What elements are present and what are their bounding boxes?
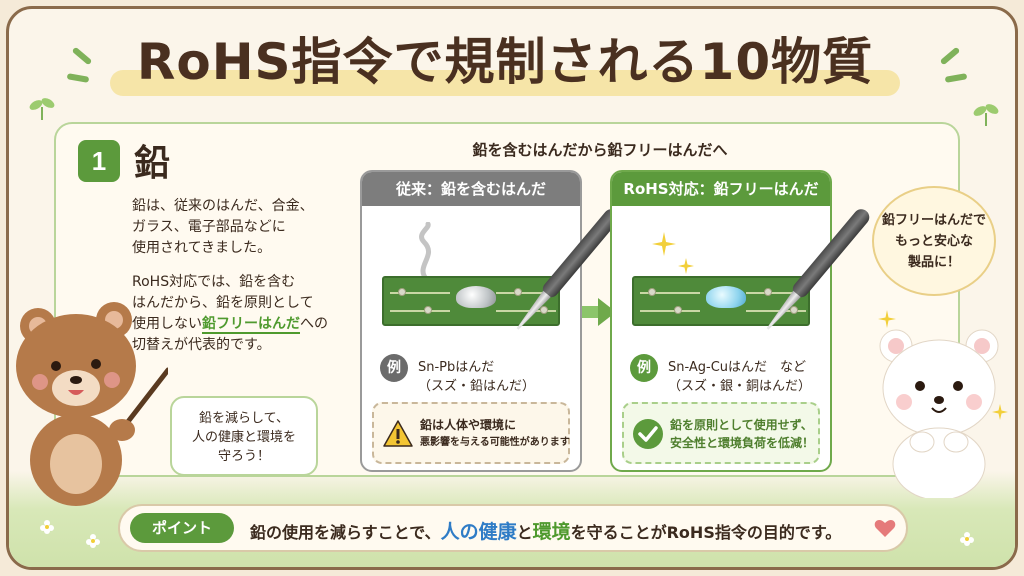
arrow-right-icon [582, 298, 616, 326]
bubble-line: 人の健康と環境を [191, 430, 296, 445]
description-text: 使用しない [132, 316, 202, 332]
description-text: への [300, 316, 328, 332]
spark-icon [66, 73, 90, 83]
description-paragraph-1: 鉛は、従来のはんだ、合金、 ガラス、電子部品などに 使用されてきました。 [132, 196, 352, 259]
description-line: ガラス、電子部品などに [132, 219, 286, 235]
note-line: 鉛を原則として使用せず、 [670, 418, 813, 432]
new-safety-note: 鉛を原則として使用せず、 安全性と環境負荷を低減！ [622, 402, 820, 464]
leaf-icon [973, 104, 999, 126]
flower-icon [40, 520, 54, 534]
right-speech-bubble: 鉛フリーはんだで もっと安心な 製品に！ [872, 186, 996, 296]
description-line: 切替えが代表的です。 [132, 337, 271, 353]
sparkle-icon [992, 404, 1008, 420]
sparkle-icon [678, 258, 694, 274]
left-speech-bubble: 鉛を減らして、 人の健康と環境を 守ろう！ [170, 396, 318, 476]
example-line: Sn-Ag-Cuはんだ など [668, 360, 807, 375]
flower-icon [960, 532, 974, 546]
example-line: （スズ・銀・銅はんだ） [668, 379, 812, 394]
sparkle-icon [878, 310, 896, 328]
circuit-board [382, 276, 560, 326]
bubble-line: 守ろう！ [217, 449, 270, 464]
health-highlight: 人の健康 [440, 521, 517, 543]
description-line: はんだから、鉛を原則として [132, 295, 314, 311]
lead-free-solder-joint [706, 286, 746, 308]
warning-icon [383, 420, 413, 447]
item-number-badge: 1 [78, 140, 120, 182]
point-text-part: と [516, 523, 533, 542]
old-card-header: 従来：鉛を含むはんだ [362, 172, 580, 206]
point-text: 鉛の使用を減らすことで、人の健康と環境を守ることがRoHS指令の目的です。 [250, 517, 841, 544]
brown-bear-mascot [16, 302, 168, 506]
bubble-line: 鉛フリーはんだで [881, 213, 986, 228]
flower-icon [86, 534, 100, 548]
point-badge: ポイント [130, 513, 234, 543]
sparkle-icon [652, 232, 676, 256]
example-badge: 例 [630, 354, 658, 382]
lead-free-solder-highlight: 鉛フリーはんだ [202, 316, 300, 334]
safety-text: 鉛を原則として使用せず、 安全性と環境負荷を低減！ [670, 416, 814, 452]
heart-icon [874, 520, 896, 537]
element-name: 鉛 [134, 143, 171, 184]
note-line: 安全性と環境負荷を低減！ [670, 436, 815, 450]
old-solder-card: 従来：鉛を含むはんだ 例 Sn-Pbはんだ （スズ・鉛はんだ） 鉛は人体や環境に [360, 170, 623, 472]
new-card-header: RoHS対応：鉛フリーはんだ [612, 172, 830, 206]
lead-solder-joint [456, 286, 496, 308]
warning-text: 鉛は人体や環境に 悪影響を与える可能性があります [420, 416, 570, 452]
description-line: 使用しない鉛フリーはんだへの [132, 314, 352, 335]
example-badge: 例 [380, 354, 408, 382]
old-warning-note: 鉛は人体や環境に 悪影響を与える可能性があります [372, 402, 570, 464]
description-line: 鉛は、従来のはんだ、合金、 [132, 198, 314, 214]
description-line: RoHS対応では、鉛を含む [132, 274, 296, 290]
environment-highlight: 環境 [532, 521, 571, 543]
note-line: 悪影響を与える可能性があります [420, 437, 570, 448]
bubble-line: もっと安心な [894, 234, 973, 249]
title-highlight [110, 70, 900, 96]
note-line: 鉛は人体や環境に [420, 418, 517, 432]
page-title: RoHS指令で規制される10物質 [136, 33, 874, 91]
spark-icon [939, 46, 961, 66]
smoke-icon [419, 222, 432, 282]
point-text-part: を守ることがRoHS指令の目的です。 [570, 523, 842, 542]
check-icon [633, 419, 663, 449]
spark-icon [71, 46, 93, 66]
leaf-icon [29, 98, 55, 120]
old-example-text: Sn-Pbはんだ （スズ・鉛はんだ） [418, 358, 598, 396]
diagram-title: 鉛を含むはんだから鉛フリーはんだへ [472, 141, 728, 159]
white-bear-mascot [879, 329, 999, 498]
new-solder-card: RoHS対応：鉛フリーはんだ 例 Sn-Ag-Cuはんだ など （スズ・銀・銅は… [610, 170, 873, 472]
point-bar: ポイント 鉛の使用を減らすことで、人の健康と環境を守ることがRoHS指令の目的で… [118, 504, 908, 552]
bubble-line: 製品に！ [907, 255, 960, 270]
circuit-board [632, 276, 810, 326]
new-example-text: Sn-Ag-Cuはんだ など （スズ・銀・銅はんだ） [668, 358, 848, 396]
description-paragraph-2: RoHS対応では、鉛を含む はんだから、鉛を原則として 使用しない鉛フリーはんだ… [132, 272, 352, 356]
description-line: 使用されてきました。 [132, 240, 272, 256]
example-line: Sn-Pbはんだ [418, 360, 495, 375]
spark-icon [944, 73, 968, 83]
example-line: （スズ・鉛はんだ） [418, 379, 536, 394]
bubble-line: 鉛を減らして、 [199, 411, 289, 426]
point-text-part: 鉛の使用を減らすことで、 [250, 523, 441, 542]
